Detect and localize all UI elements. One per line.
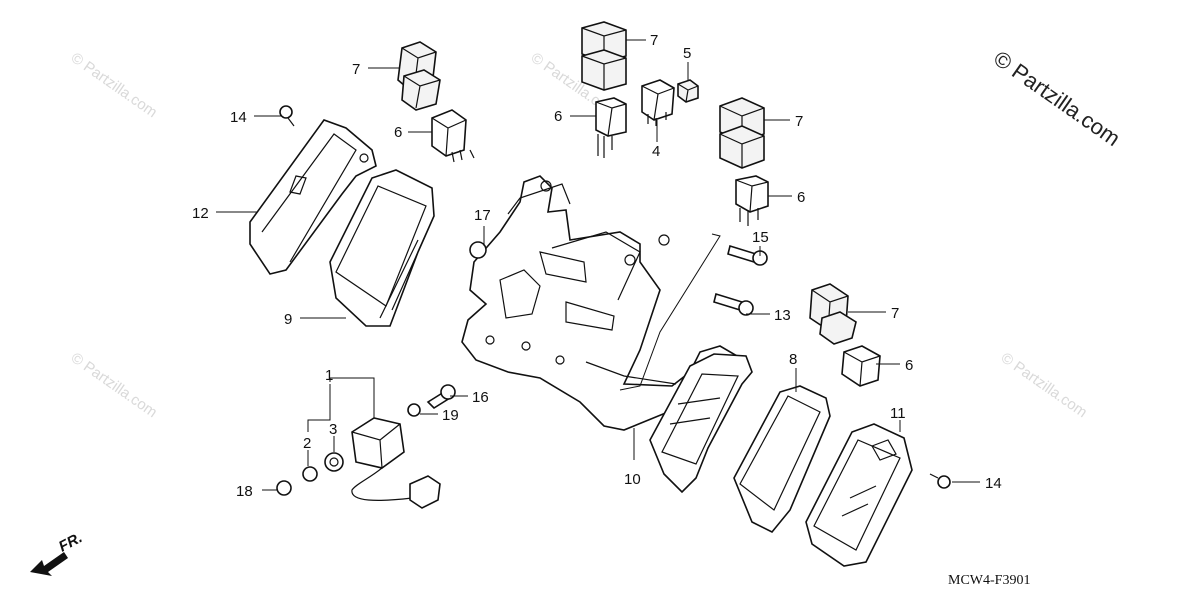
callout-13: 13 [774, 307, 791, 324]
cover-12 [249, 119, 377, 275]
relay-6-lower-right [841, 345, 881, 387]
callout-10: 10 [624, 471, 641, 488]
relay-6-right [735, 175, 769, 226]
callout-14: 14 [985, 475, 1002, 492]
callout-19: 19 [442, 407, 459, 424]
callout-15: 15 [752, 229, 769, 246]
relay-4 [641, 79, 675, 126]
control-unit-8 [733, 385, 831, 534]
callout-7: 7 [891, 305, 899, 322]
callout-14: 14 [230, 109, 247, 126]
front-arrow: FR. [30, 529, 85, 576]
callout-8: 8 [789, 351, 797, 368]
callout-2: 2 [303, 435, 311, 452]
watermark-faint: © Partzilla.com [68, 349, 161, 421]
callout-3: 3 [329, 421, 337, 438]
control-unit-11 [805, 423, 913, 567]
control-unit-9 [329, 169, 435, 327]
front-arrow-label: FR. [56, 529, 85, 555]
bolt-15 [727, 244, 768, 266]
callout-6: 6 [905, 357, 913, 374]
callout-18: 18 [236, 483, 253, 500]
callout-6: 6 [797, 189, 805, 206]
bracket-10 [461, 175, 749, 431]
relay-7-lower-right [809, 283, 857, 345]
nut-18 [276, 480, 292, 496]
bolt-14-right [929, 473, 951, 489]
washer-19 [407, 403, 421, 417]
grommet-3 [324, 452, 344, 472]
callout-1: 1 [325, 367, 333, 384]
bolt-13 [713, 292, 754, 316]
callout-labels: 1 2 3 4 5 6 6 6 6 7 7 7 7 8 9 10 11 12 1… [192, 32, 1002, 500]
callout-5: 5 [683, 45, 691, 62]
nut-17 [469, 241, 487, 259]
callout-7: 7 [650, 32, 658, 49]
callout-7: 7 [352, 61, 360, 78]
leader-lines [216, 39, 980, 491]
callout-12: 12 [192, 205, 209, 222]
bracket-arm [649, 353, 753, 494]
diagram-code: MCW4-F3901 [948, 573, 1030, 588]
relay-assembly-1 [351, 417, 441, 509]
callout-9: 9 [284, 311, 292, 328]
bolt-14-left [279, 105, 295, 127]
relay-5 [677, 79, 699, 103]
callout-4: 4 [652, 143, 660, 160]
relay-6-left [431, 109, 475, 163]
callout-6: 6 [394, 124, 402, 141]
callout-7: 7 [795, 113, 803, 130]
relay-7-top-center [581, 21, 627, 91]
callout-11: 11 [890, 405, 906, 422]
watermark-main: © Partzilla.com [989, 46, 1125, 152]
callout-16: 16 [472, 389, 489, 406]
relay-6-center [595, 97, 627, 158]
relay-7-right [719, 97, 765, 169]
callout-17: 17 [474, 207, 491, 224]
watermark-faint: © Partzilla.com [68, 49, 161, 121]
relay-7-top-left [397, 41, 441, 111]
watermark-faint: © Partzilla.com [998, 349, 1091, 421]
callout-6: 6 [554, 108, 562, 125]
grommet-2 [302, 466, 318, 482]
